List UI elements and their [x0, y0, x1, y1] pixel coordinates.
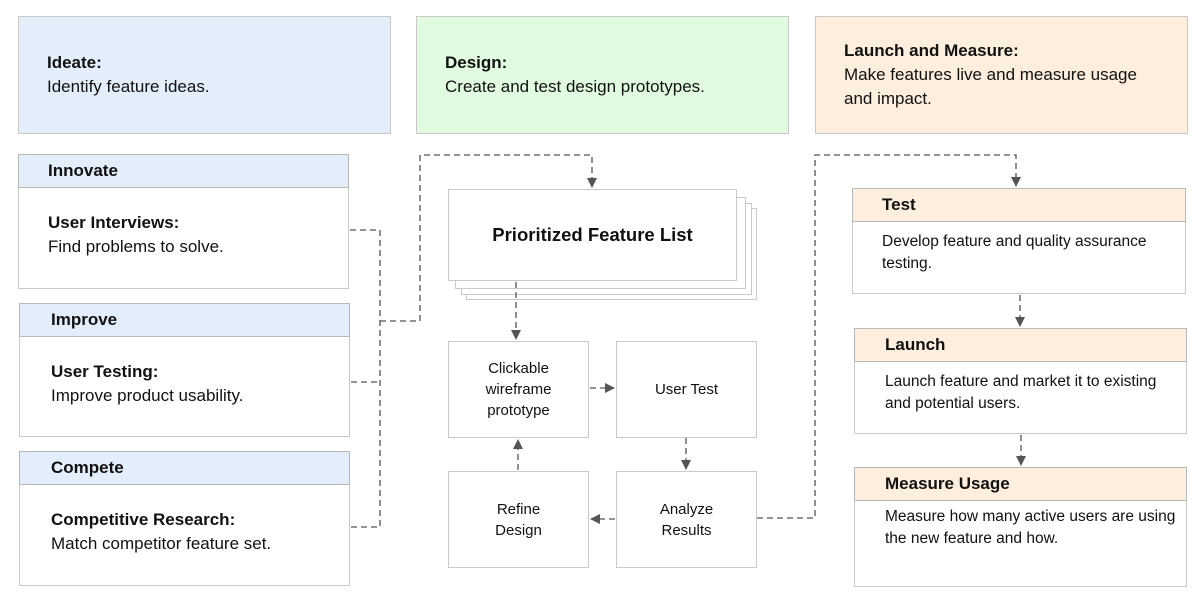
box-analyze-results-label: Analyze Results — [659, 500, 714, 539]
phase-ideate: Ideate: Identify feature ideas. — [18, 16, 391, 134]
connector-ideate-to-design — [380, 154, 597, 322]
card-compete-desc: Match competitor feature set. — [51, 534, 272, 553]
card-improve-header: Improve — [19, 303, 350, 337]
prioritized-feature-list-label: Prioritized Feature List — [492, 224, 693, 245]
card-launch: Launch Launch feature and market it to e… — [854, 328, 1187, 434]
card-compete: Compete Competitive Research: Match comp… — [19, 451, 350, 586]
box-refine-design-label: Refine Design — [495, 500, 542, 539]
card-measure-usage-header: Measure Usage — [854, 467, 1187, 501]
card-innovate: Innovate User Interviews: Find problems … — [18, 154, 349, 289]
card-innovate-header: Innovate — [18, 154, 349, 188]
connector-analyze-to-test — [757, 154, 1021, 519]
box-user-test: User Test — [616, 341, 757, 438]
phase-design-title: Design: — [445, 53, 508, 72]
box-refine-design: Refine Design — [448, 471, 589, 568]
box-clickable-wireframe-label: Clickable wireframe prototype — [485, 360, 552, 419]
phase-launch-measure-title: Launch and Measure: — [844, 41, 1019, 60]
phase-ideate-desc: Identify feature ideas. — [47, 77, 210, 96]
card-test: Test Develop feature and quality assuran… — [852, 188, 1186, 294]
box-analyze-results: Analyze Results — [616, 471, 757, 568]
box-clickable-wireframe: Clickable wireframe prototype — [448, 341, 589, 438]
card-innovate-desc: Find problems to solve. — [48, 237, 224, 256]
card-measure-usage: Measure Usage Measure how many active us… — [854, 467, 1187, 587]
card-test-header: Test — [852, 188, 1186, 222]
phase-launch-measure-desc: Make features live and measure usage and… — [844, 65, 1137, 108]
phase-launch-measure: Launch and Measure: Make features live a… — [815, 16, 1188, 134]
phase-design-desc: Create and test design prototypes. — [445, 77, 705, 96]
card-innovate-title: User Interviews: — [48, 213, 180, 232]
card-improve: Improve User Testing: Improve product us… — [19, 303, 350, 437]
card-measure-usage-desc: Measure how many active users are using … — [885, 508, 1176, 547]
phase-ideate-title: Ideate: — [47, 53, 102, 72]
card-test-desc: Develop feature and quality assurance te… — [882, 233, 1147, 272]
card-compete-title: Competitive Research: — [51, 510, 236, 529]
box-user-test-label: User Test — [654, 381, 719, 398]
card-improve-title: User Testing: — [51, 362, 159, 381]
card-launch-header: Launch — [854, 328, 1187, 362]
card-compete-header: Compete — [19, 451, 350, 485]
phase-design: Design: Create and test design prototype… — [416, 16, 789, 134]
card-launch-desc: Launch feature and market it to existing… — [885, 373, 1157, 412]
prioritized-feature-list: Prioritized Feature List — [448, 189, 737, 281]
card-improve-desc: Improve product usability. — [51, 386, 244, 405]
